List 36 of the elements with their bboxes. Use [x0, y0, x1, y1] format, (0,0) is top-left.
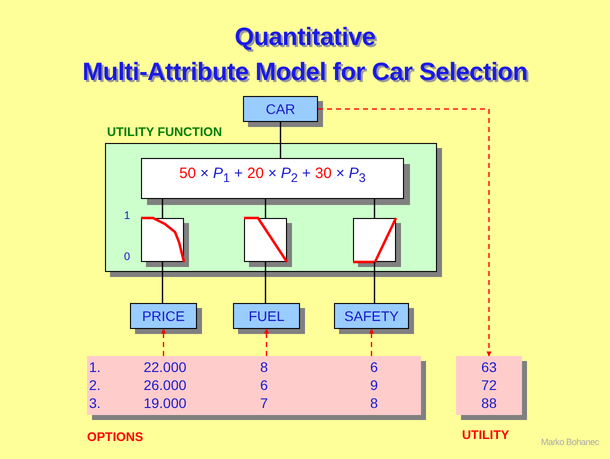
options-table — [87, 356, 421, 415]
connector-line — [280, 122, 282, 158]
dashed-arrow — [264, 328, 270, 356]
table-cell-text: 63 — [480, 358, 498, 376]
utility-table — [456, 356, 522, 415]
table-cell-text: 6 — [259, 376, 269, 394]
axis-tick-label: 0 — [124, 251, 130, 263]
author-credit: Marko Bohanec — [541, 437, 599, 447]
dashed-arrow — [160, 328, 166, 356]
table-cell-text: 1. — [89, 358, 102, 376]
table-cell-text: 8 — [259, 358, 269, 376]
table-caption: OPTIONS — [87, 430, 144, 444]
slide-title: Quantitative Multi-Attribute Model for Car Selection — [81, 22, 529, 88]
connector-line — [374, 199, 376, 218]
table-cell-text: 26.000 — [142, 376, 188, 394]
connector-line — [264, 199, 266, 218]
table-cell-text: 19.000 — [142, 394, 188, 412]
table-cell-text: 2. — [89, 376, 102, 394]
axis-tick-label: 1 — [124, 210, 130, 222]
table-cell-text: 3. — [89, 394, 102, 412]
connector-line — [162, 262, 164, 303]
dashed-arrow — [318, 108, 492, 357]
table-cell-text: 8 — [369, 394, 379, 412]
connector-line — [264, 262, 266, 303]
table-cell-text: 9 — [369, 376, 379, 394]
table-cell-text: 72 — [480, 376, 498, 394]
table-cell-text: 88 — [480, 394, 498, 412]
panel-heading: UTILITY FUNCTION — [107, 125, 222, 139]
table-caption: UTILITY — [462, 428, 510, 442]
weighted-sum-formula: 50 × P$_{1}$ + 20 × P$_{2}$ + 30 × P$_{3}$ — [178, 165, 367, 185]
connector-line — [162, 199, 164, 218]
table-cell-text: 22.000 — [142, 358, 188, 376]
connector-line — [374, 262, 376, 303]
table-cell-text: 6 — [369, 358, 379, 376]
dashed-arrow — [368, 328, 374, 356]
table-cell-text: 7 — [259, 394, 269, 412]
